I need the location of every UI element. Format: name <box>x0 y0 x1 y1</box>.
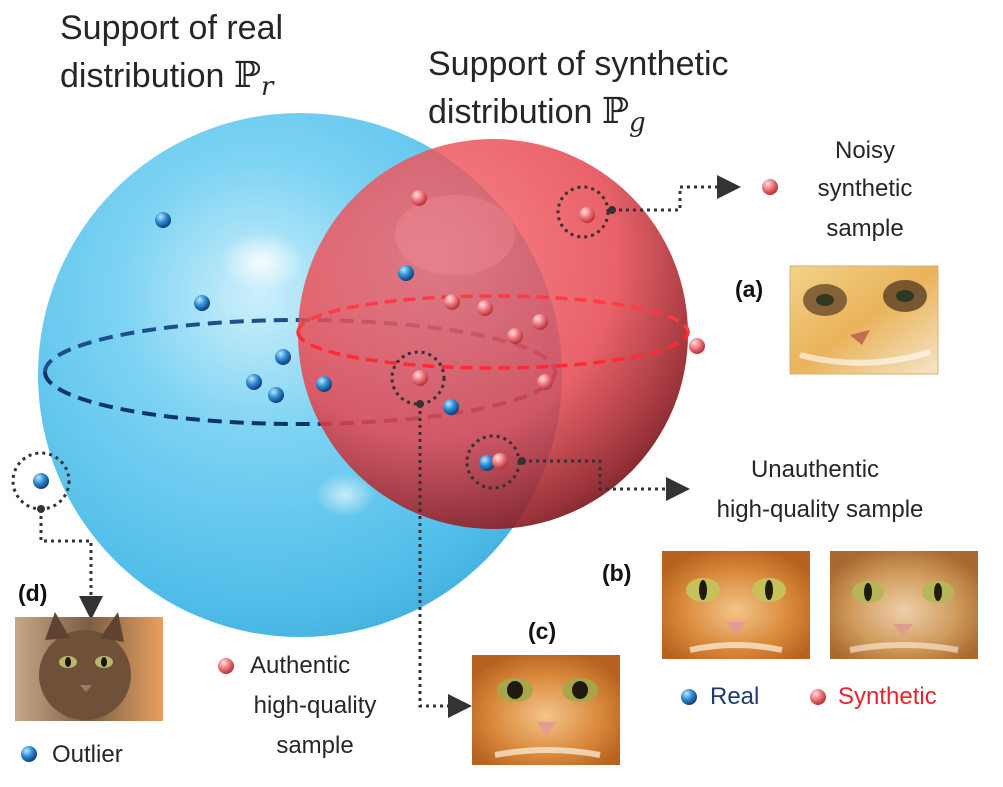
label-c-line1: Authentic <box>250 652 351 679</box>
synthetic-support-title-line2: distribution ℙg <box>428 91 646 138</box>
synthetic-distribution-sphere <box>296 139 690 529</box>
tag-b: (b) <box>602 560 632 586</box>
noisy-synthetic-cat-icon <box>789 265 939 375</box>
synthetic-points <box>411 190 705 469</box>
label-b-line2: high-quality sample <box>716 496 924 523</box>
label-c-line3: sample <box>276 732 354 759</box>
outlier-cat-photo-icon <box>15 612 163 721</box>
label-b-line1: Unauthentic <box>750 456 880 483</box>
label-a-line1: Noisy <box>834 137 895 164</box>
label-d: Outlier <box>52 741 123 768</box>
tag-a: (a) <box>735 276 764 302</box>
label-a-line2: synthetic <box>817 175 913 202</box>
label-c-line2: high-quality <box>253 692 377 719</box>
synthetic-support-title-line1: Support of synthetic <box>428 45 729 83</box>
authentic-cat-photo-icon <box>472 655 620 765</box>
tag-c: (c) <box>528 618 557 644</box>
real-support-title-line2: distribution ℙr <box>60 55 274 102</box>
connector-arrows <box>39 175 741 718</box>
real-points <box>33 212 495 489</box>
tag-d: (d) <box>18 580 48 606</box>
annotation-markers <box>21 179 826 762</box>
legend-synthetic-label: Synthetic <box>838 683 937 710</box>
label-a-line3: sample <box>826 215 904 242</box>
connector-dots <box>37 206 616 513</box>
synthetic-cat-photo-icon <box>830 551 978 659</box>
legend-real-label: Real <box>710 683 760 710</box>
real-support-title-line1: Support of real <box>60 9 284 47</box>
real-cat-photo-icon <box>662 551 810 659</box>
